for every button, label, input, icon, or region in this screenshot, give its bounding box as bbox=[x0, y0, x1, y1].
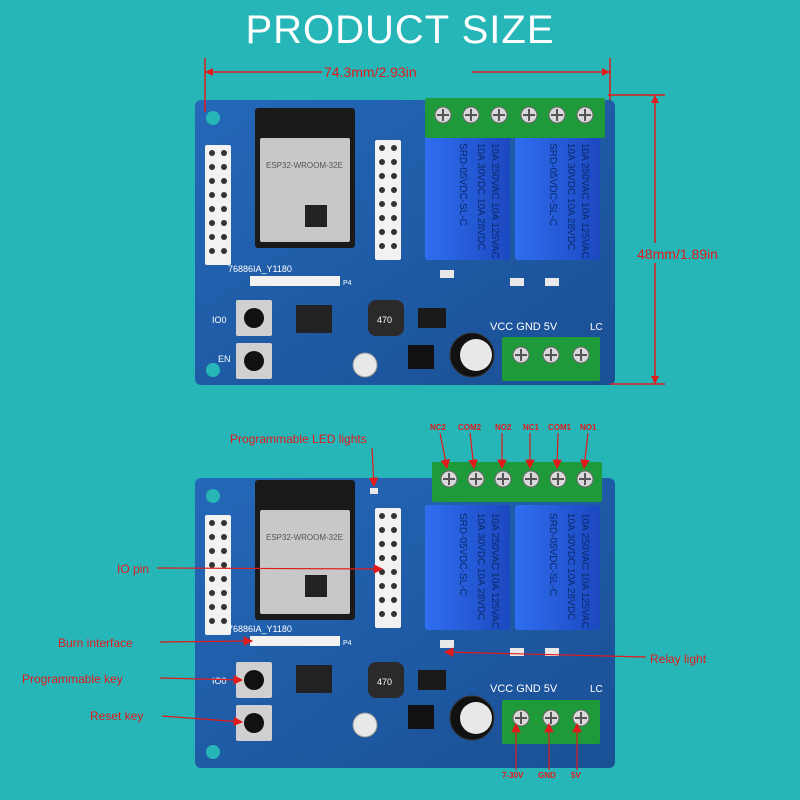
callout-io-pin-text: IO pin bbox=[117, 562, 149, 576]
relay1-model: SRD-05VDC-SL-C bbox=[457, 143, 468, 226]
height-label: 48mm/1.89in bbox=[637, 246, 718, 262]
relay2-text-b: 10A 30VDC 10A 28VDC bbox=[565, 143, 576, 250]
relay1-text-a-bottom: 10A 250VAC 10A 125VAC bbox=[489, 513, 500, 629]
callout-relay-light: Relay light bbox=[443, 647, 707, 666]
height-dimension: 48mm/1.89in bbox=[608, 94, 765, 385]
io0-label: IO0 bbox=[212, 315, 227, 325]
width-label: 74.3mm/2.93in bbox=[324, 64, 417, 80]
power-terminal-gnd: GND bbox=[538, 771, 556, 780]
page-title: PRODUCT SIZE bbox=[245, 8, 555, 52]
callout-prog-key: Programmable key bbox=[22, 672, 244, 686]
relay2-text-a: 10A 250VAC 10A 125VAC bbox=[579, 143, 590, 259]
terminal-com1: COM1 bbox=[548, 423, 572, 432]
module-label: ESP32-WROOM-32E bbox=[266, 161, 343, 170]
relay2-model-bottom: SRD-05VDC-SL-C bbox=[547, 513, 558, 596]
lc-label-bottom: LC bbox=[590, 684, 603, 695]
relay1-model-bottom: SRD-05VDC-SL-C bbox=[457, 513, 468, 596]
relay2-text-b-bottom: 10A 30VDC 10A 28VDC bbox=[565, 513, 576, 620]
en-label: EN bbox=[218, 354, 231, 364]
board-id-label: 76886IA_Y1180 bbox=[228, 264, 292, 274]
top-board: ESP32-WROOM-32E 76886IA_Y1180 P4 IO0 EN … bbox=[195, 98, 615, 385]
relay2-model: SRD-05VDC-SL-C bbox=[547, 143, 558, 226]
lc-label-top: LC bbox=[590, 322, 603, 333]
relay1-text-b-bottom: 10A 30VDC 10A 28VDC bbox=[475, 513, 486, 620]
callout-io-pin: IO pin bbox=[117, 562, 384, 576]
width-dimension: 74.3mm/2.93in bbox=[204, 58, 611, 112]
terminal-nc2: NC2 bbox=[430, 423, 447, 432]
terminal-no1: NO1 bbox=[580, 423, 597, 432]
callout-relay-light-text: Relay light bbox=[650, 652, 707, 666]
callout-led-text: Programmable LED lights bbox=[230, 432, 367, 446]
relay1-text-a: 10A 250VAC 10A 125VAC bbox=[489, 143, 500, 259]
power-terminal-vin: 7-30V bbox=[502, 771, 524, 780]
callout-reset-key: Reset key bbox=[90, 709, 244, 727]
callout-prog-key-text: Programmable key bbox=[22, 672, 123, 686]
power-label-bottom: VCC GND 5V bbox=[490, 683, 558, 695]
power-terminal-labels: 7-30V GND 5V bbox=[502, 722, 582, 780]
power-terminal-5v: 5V bbox=[571, 771, 581, 780]
io0-label-bottom: IO0 bbox=[212, 676, 227, 686]
inductor-label: 470 bbox=[377, 315, 392, 325]
relay-terminal-labels: NC2 COM2 NO2 NC1 COM1 NO1 bbox=[430, 423, 597, 470]
relay1-text-b: 10A 30VDC 10A 28VDC bbox=[475, 143, 486, 250]
callout-reset-key-text: Reset key bbox=[90, 709, 143, 723]
terminal-nc1: NC1 bbox=[523, 423, 540, 432]
callout-led: Programmable LED lights bbox=[230, 432, 379, 488]
terminal-no2: NO2 bbox=[495, 423, 512, 432]
relay2-text-a-bottom: 10A 250VAC 10A 125VAC bbox=[579, 513, 590, 629]
callout-burn-text: Burn interface bbox=[58, 636, 133, 650]
inductor-label-bottom: 470 bbox=[377, 677, 392, 687]
module-label-bottom: ESP32-WROOM-32E bbox=[266, 533, 343, 542]
power-label-top: VCC GND 5V bbox=[490, 321, 558, 333]
board-id-label-bottom: 76886IA_Y1180 bbox=[228, 624, 292, 634]
bottom-board: ESP32-WROOM-32E 76886IA_Y1180 P4 IO0 470… bbox=[195, 462, 615, 768]
p4-label-bottom: P4 bbox=[343, 640, 352, 647]
terminal-com2: COM2 bbox=[458, 423, 482, 432]
p4-label: P4 bbox=[343, 280, 352, 287]
callout-burn: Burn interface bbox=[58, 636, 254, 650]
